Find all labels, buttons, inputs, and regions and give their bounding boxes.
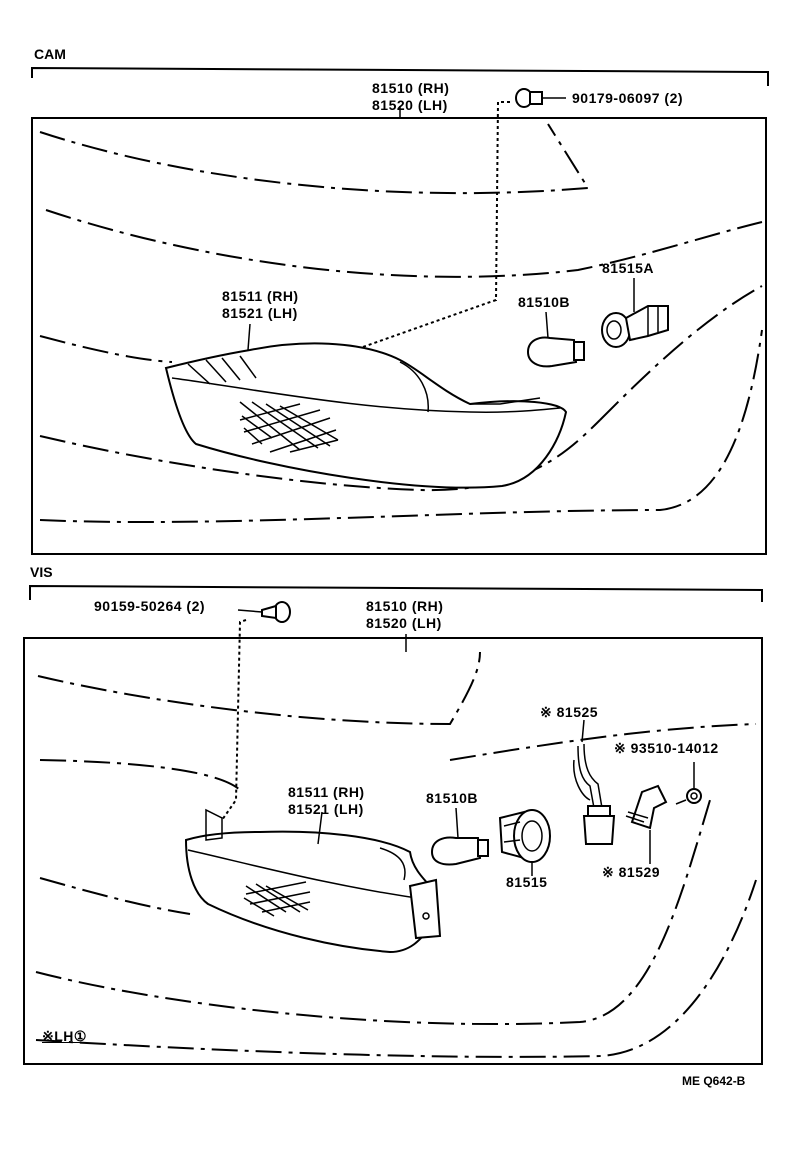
cam-bracket-frame bbox=[31, 66, 769, 555]
vis-nut-icon bbox=[675, 762, 702, 805]
vis-body-contours bbox=[35, 651, 757, 1058]
vis-lens-label: 81511 (RH) 81521 (LH) bbox=[288, 784, 365, 817]
vis-bracket-frame bbox=[23, 584, 763, 1065]
vis-bracket-label: ※ 81529 bbox=[602, 864, 661, 880]
cam-body-contours bbox=[39, 123, 763, 524]
vis-bracket-icon bbox=[625, 784, 668, 864]
cam-lens-leader bbox=[247, 323, 251, 351]
cam-lamp-lens-icon bbox=[164, 342, 568, 489]
vis-nut-label: ※ 93510-14012 bbox=[614, 740, 719, 756]
vis-screw-leader bbox=[221, 619, 247, 821]
vis-wire-label: ※ 81525 bbox=[540, 704, 599, 720]
vis-housing-label: 81510 (RH) 81520 (LH) bbox=[366, 598, 444, 631]
cam-screw-icon bbox=[515, 88, 566, 108]
cam-screw-label: 90179-06097 (2) bbox=[572, 90, 684, 106]
vis-socket-label: 81515 bbox=[506, 874, 548, 890]
cam-socket-label: 81515A bbox=[602, 260, 655, 276]
cam-housing-label: 81510 (RH) 81520 (LH) bbox=[372, 80, 450, 113]
cam-bulb-icon bbox=[526, 311, 585, 368]
cam-socket-icon bbox=[601, 278, 669, 348]
vis-screw-icon bbox=[237, 601, 291, 623]
section-title-cam: CAM bbox=[34, 46, 66, 62]
vis-bulb-label: 81510B bbox=[426, 790, 479, 806]
section-title-vis: VIS bbox=[30, 564, 53, 580]
vis-screw-label: 90159-50264 (2) bbox=[94, 598, 206, 614]
vis-socket-icon bbox=[498, 809, 551, 876]
cam-screw-leader bbox=[359, 101, 510, 349]
vis-lens-leader bbox=[317, 811, 323, 845]
vis-wire-harness-icon bbox=[573, 719, 616, 845]
vis-lh-note: ※LH① bbox=[42, 1028, 87, 1044]
vis-lamp-lens-icon bbox=[184, 808, 442, 954]
cam-lens-label: 81511 (RH) 81521 (LH) bbox=[222, 288, 299, 321]
cam-bulb-label: 81510B bbox=[518, 294, 571, 310]
figure-code: ME Q642-B bbox=[682, 1074, 746, 1088]
vis-bulb-icon bbox=[430, 807, 489, 866]
